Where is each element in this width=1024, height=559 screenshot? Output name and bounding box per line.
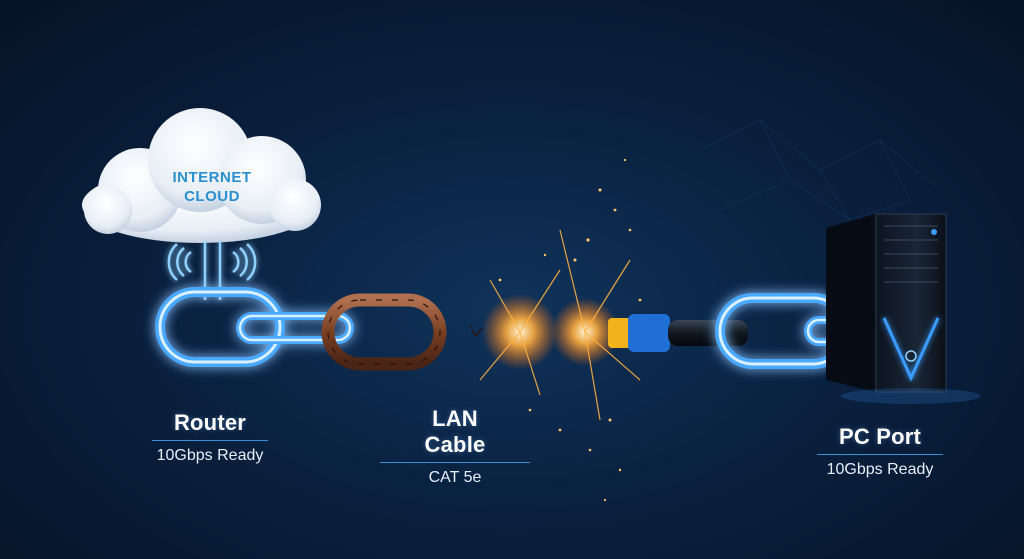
internet-cloud <box>82 108 321 243</box>
cloud-label-line1: INTERNET <box>172 169 252 186</box>
lan-cable-title: LAN Cable <box>380 406 530 463</box>
ethernet-connector <box>608 314 748 352</box>
pc-tower-icon <box>826 213 981 404</box>
router-label: Router 10Gbps Ready <box>140 410 280 465</box>
router-subtitle: 10Gbps Ready <box>156 447 264 464</box>
rusty-lan-links <box>321 293 507 371</box>
router-chain-links <box>155 287 354 367</box>
lan-cable-subtitle: CAT 5e <box>428 469 482 486</box>
pc-port-title: PC Port <box>816 424 944 455</box>
cloud-label-line2: CLOUD <box>184 188 240 205</box>
network-pattern <box>699 119 941 221</box>
router-title: Router <box>151 410 269 441</box>
cloud-label: INTERNET CLOUD <box>150 168 274 206</box>
pc-port-label: PC Port 10Gbps Ready <box>810 424 950 479</box>
spark-burst <box>479 158 657 502</box>
pc-port-subtitle: 10Gbps Ready <box>826 461 934 478</box>
lan-cable-label: LAN Cable CAT 5e <box>380 406 530 487</box>
